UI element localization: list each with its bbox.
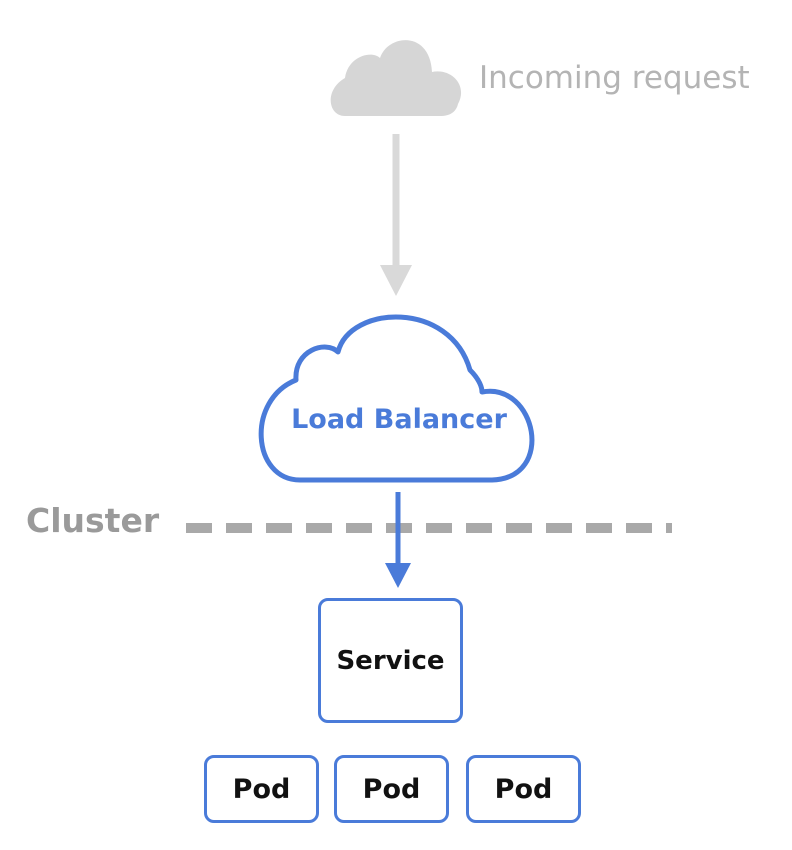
load-balancer-to-service-arrow (385, 492, 411, 588)
pod-label: Pod (232, 773, 291, 805)
service-node: Service (318, 598, 463, 723)
load-balancer-cloud-icon (258, 314, 535, 483)
pod-node: Pod (466, 755, 581, 823)
load-balancer-label: Load Balancer (291, 404, 507, 435)
cluster-label: Cluster (26, 501, 160, 540)
pod-node: Pod (204, 755, 319, 823)
incoming-request-label: Incoming request (479, 60, 750, 96)
pod-node: Pod (334, 755, 449, 823)
incoming-cloud-icon (330, 40, 462, 116)
service-label: Service (336, 645, 445, 676)
pod-label: Pod (494, 773, 553, 805)
incoming-arrow (380, 134, 412, 296)
pod-label: Pod (362, 773, 421, 805)
